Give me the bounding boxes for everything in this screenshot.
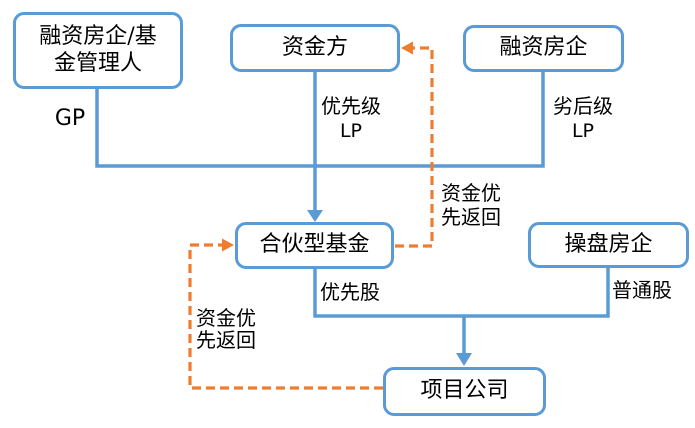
box-funder-junior: 融资房企 xyxy=(463,25,624,72)
dashed-arrowhead-into-capital xyxy=(401,41,413,55)
label-senior-lp: 优先级 LP xyxy=(314,95,388,143)
dashed-return-project-to-fund xyxy=(188,243,383,390)
solid-connector-top-bus xyxy=(95,71,545,168)
box-partnership-fund: 合伙型基金 xyxy=(235,222,394,269)
label-senior-lp-line2: LP xyxy=(339,120,363,142)
label-capital-return-top: 资金优 先返回 xyxy=(441,181,501,229)
arrowhead-into-fund xyxy=(307,210,323,222)
box-funder-gp-manager-line2: 金管理人 xyxy=(53,50,142,76)
label-junior-lp-line1: 劣后级 xyxy=(553,94,613,118)
box-funder-gp-manager: 融资房企/基 金管理人 xyxy=(13,12,183,89)
dashed-arrowhead-into-fund xyxy=(222,238,234,252)
label-capital-return-bottom-line2: 先返回 xyxy=(196,328,256,352)
label-capital-return-bottom: 资金优 先返回 xyxy=(196,307,256,351)
label-preferred-shares: 优先股 xyxy=(320,280,380,304)
box-funder-gp-manager-line1: 融资房企/基 xyxy=(39,23,157,49)
box-project-company: 项目公司 xyxy=(383,367,546,416)
label-junior-lp: 劣后级 LP xyxy=(546,95,620,143)
label-capital-return-bottom-line1: 资金优 xyxy=(196,306,256,330)
solid-connector-bottom-bus xyxy=(313,267,610,318)
label-junior-lp-line2: LP xyxy=(571,120,595,142)
label-senior-lp-line1: 优先级 xyxy=(321,94,381,118)
label-capital-return-top-line1: 资金优 xyxy=(441,181,501,205)
arrowhead-into-project xyxy=(456,353,472,366)
dashed-return-fund-to-capital xyxy=(395,46,434,248)
label-gp: GP xyxy=(54,106,86,131)
box-capital-provider: 资金方 xyxy=(230,24,400,72)
label-capital-return-top-line2: 先返回 xyxy=(441,205,501,229)
box-operator: 操盘房企 xyxy=(528,222,689,268)
label-common-shares: 普通股 xyxy=(612,278,672,302)
